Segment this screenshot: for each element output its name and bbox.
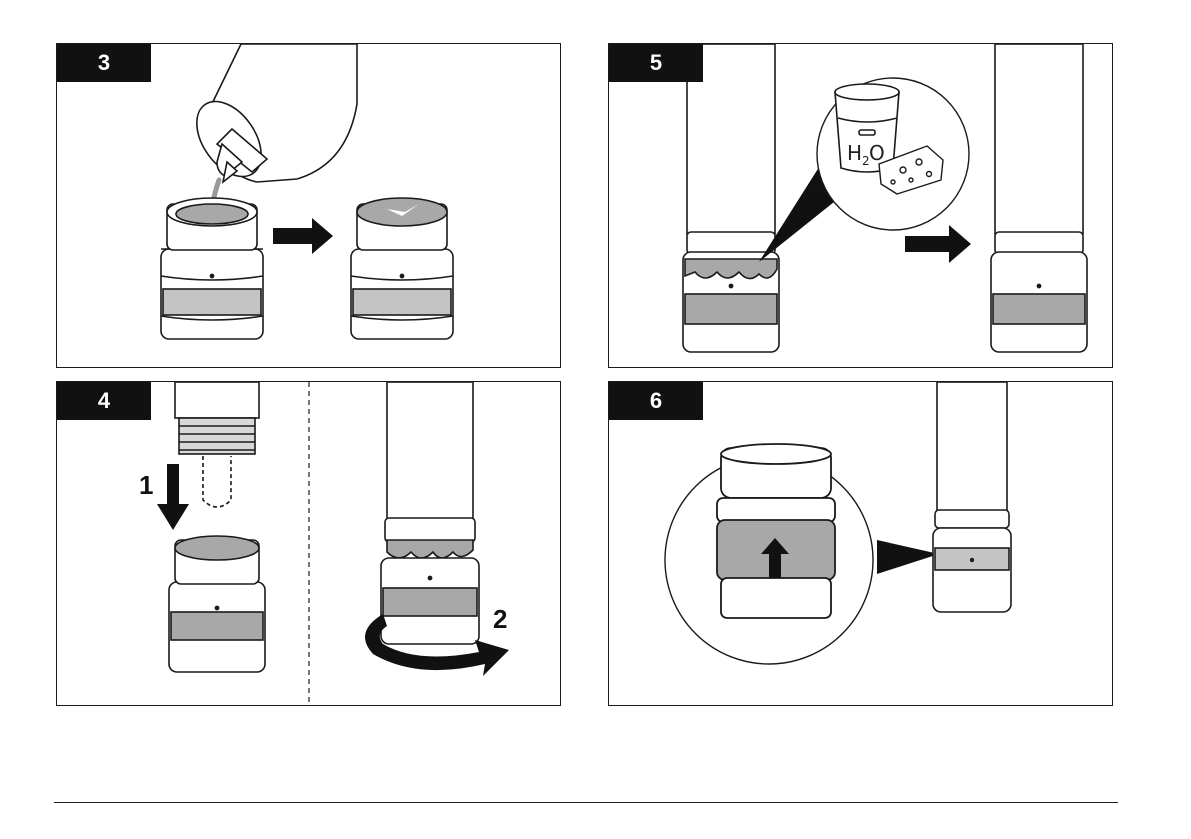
step-6-illustration bbox=[609, 382, 1113, 706]
probe-assembled bbox=[933, 382, 1011, 612]
step-3-badge: 3 bbox=[57, 44, 151, 82]
step-3-panel: 3 bbox=[56, 43, 561, 368]
arrow-right bbox=[273, 218, 333, 254]
footer-rule bbox=[54, 802, 1118, 803]
sub-step-1-label: 1 bbox=[139, 470, 153, 500]
callout-pointer bbox=[877, 540, 939, 574]
magnified-cap bbox=[717, 444, 835, 618]
step-4-panel: 4 1 2 bbox=[56, 381, 561, 706]
sub-step-2-label: 2 bbox=[493, 604, 507, 634]
sensor-cap-left bbox=[161, 198, 263, 339]
sensor-cap bbox=[169, 536, 265, 672]
sensor-cap-right bbox=[351, 198, 453, 339]
step-5-illustration: H 2 O bbox=[609, 44, 1113, 368]
gel-bottle bbox=[184, 44, 357, 188]
step-4-illustration: 1 2 bbox=[57, 382, 561, 706]
step-4-badge: 4 bbox=[57, 382, 151, 420]
probe-assembled bbox=[381, 382, 479, 644]
arrow-right bbox=[905, 225, 971, 263]
step-5-panel: 5 H 2 O bbox=[608, 43, 1113, 368]
step-6-badge: 6 bbox=[609, 382, 703, 420]
h2o-formula-main: H bbox=[847, 141, 862, 165]
step-5-badge: 5 bbox=[609, 44, 703, 82]
probe-left bbox=[683, 44, 779, 352]
step-3-illustration bbox=[57, 44, 561, 368]
step-6-panel: 6 bbox=[608, 381, 1113, 706]
arrow-down-1 bbox=[157, 464, 189, 530]
h2o-formula-end: O bbox=[869, 141, 885, 165]
probe-right bbox=[991, 44, 1087, 352]
probe-threaded-end bbox=[175, 382, 259, 507]
